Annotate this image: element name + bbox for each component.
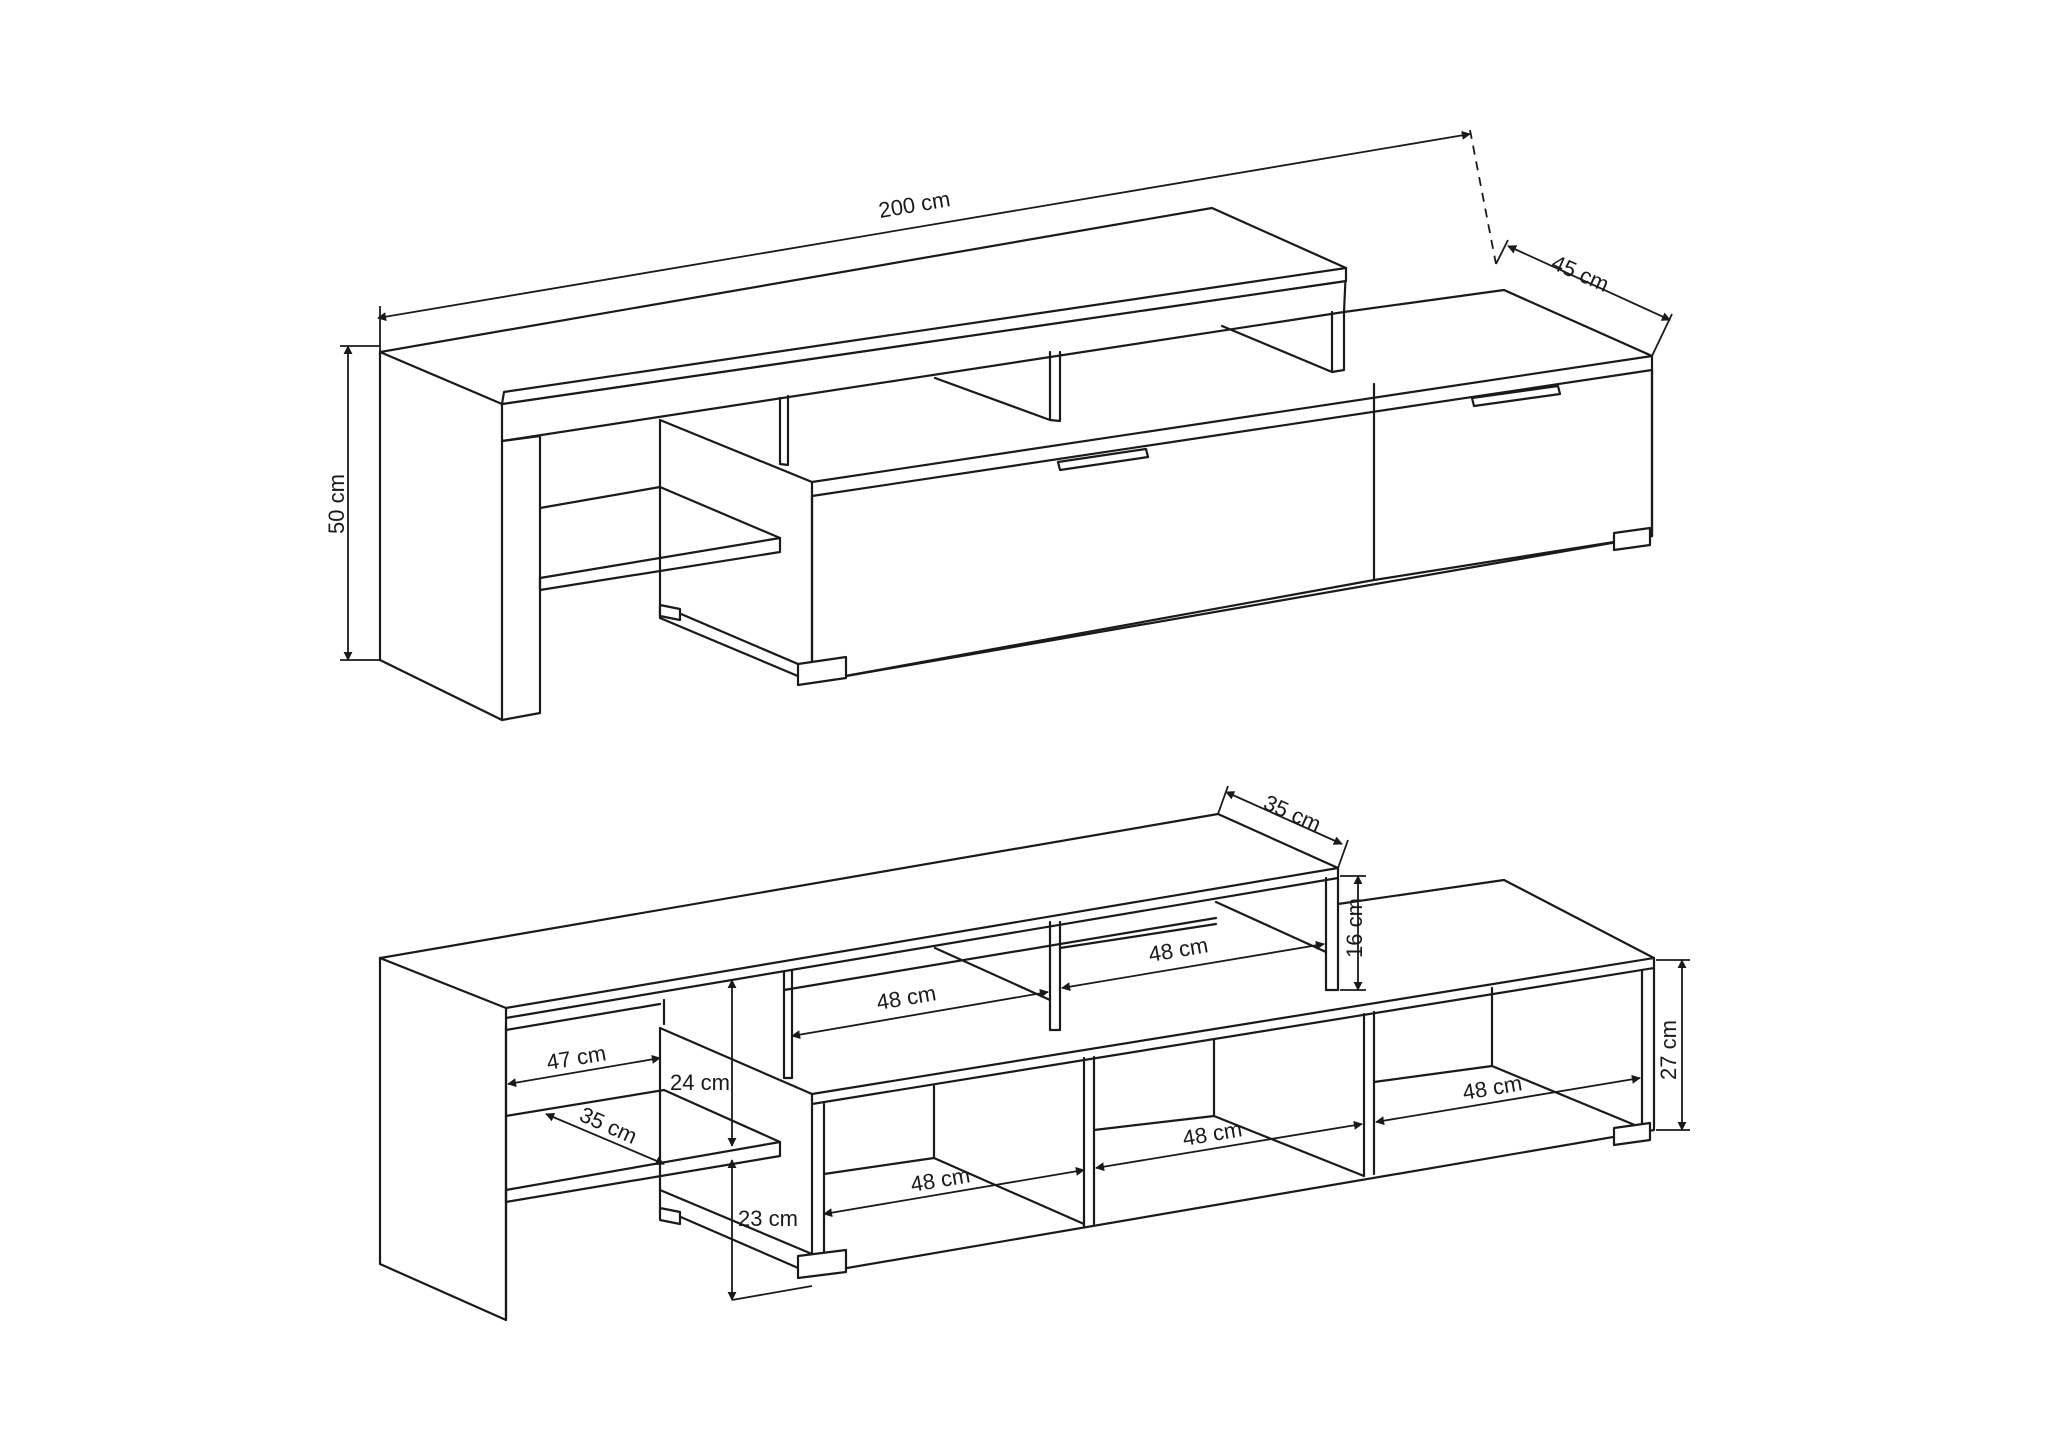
side-lower-height-dimension: 23 cm xyxy=(727,1159,813,1301)
top-shelf-right-width-label: 48 cm xyxy=(1147,932,1210,967)
lower-foot-front xyxy=(796,1248,848,1280)
height-dimension: 50 cm xyxy=(324,345,380,661)
top-shelf-height-label: 16 cm xyxy=(1342,898,1367,958)
door-handle-left xyxy=(1056,447,1150,472)
width-label: 200 cm xyxy=(877,186,952,223)
side-upper-height-dimension: 24 cm xyxy=(670,979,737,1147)
upper-foot-right xyxy=(1612,526,1652,552)
upper-right-support xyxy=(1220,310,1346,374)
lower-foot-back xyxy=(658,1206,682,1226)
door-handle-right xyxy=(1470,384,1562,408)
side-upper-height-label: 24 cm xyxy=(670,1070,730,1095)
left-side-panel xyxy=(378,350,542,722)
height-label: 50 cm xyxy=(324,474,349,534)
upper-view: 200 cm 45 cm 50 cm xyxy=(324,129,1673,722)
width-dimension: 200 cm xyxy=(377,129,1497,352)
cabinet-left-width-label: 48 cm xyxy=(909,1162,972,1197)
cabinet-height-dimension: 27 cm xyxy=(1656,959,1690,1131)
lower-cabinet xyxy=(810,878,1656,1276)
lower-foot-right xyxy=(1612,1121,1652,1147)
side-shelf-depth-dimension: 35 cm xyxy=(545,1102,665,1165)
top-shelf-left-width-dimension: 48 cm xyxy=(791,980,1049,1040)
side-shelf-width-dimension: 47 cm xyxy=(507,1040,661,1088)
upper-shelf-upright xyxy=(933,350,1062,423)
cabinet-right-width-dimension: 48 cm xyxy=(1375,1070,1641,1126)
top-shelf-depth-label: 35 cm xyxy=(1260,790,1325,837)
top-shelf-depth-dimension: 35 cm xyxy=(1217,785,1349,869)
upper-side-shelf xyxy=(538,418,814,684)
upper-foot-back xyxy=(658,603,682,622)
side-shelf-depth-label: 35 cm xyxy=(576,1102,641,1149)
top-shelf-height-dimension: 16 cm xyxy=(1340,875,1367,991)
top-shelf-left-width-label: 48 cm xyxy=(875,980,938,1015)
lower-left-side-panel xyxy=(378,956,508,1322)
upper-foot-front xyxy=(796,655,848,687)
side-lower-height-label: 23 cm xyxy=(738,1206,798,1231)
depth-label: 45 cm xyxy=(1548,250,1613,297)
lower-view: 35 cm 16 cm 48 cm 48 cm 47 cm 35 cm xyxy=(378,785,1690,1322)
cabinet-height-label: 27 cm xyxy=(1656,1020,1681,1080)
upper-lower-cabinet xyxy=(810,288,1654,684)
side-shelf-width-label: 47 cm xyxy=(545,1040,608,1075)
upper-top-board xyxy=(378,206,1348,443)
